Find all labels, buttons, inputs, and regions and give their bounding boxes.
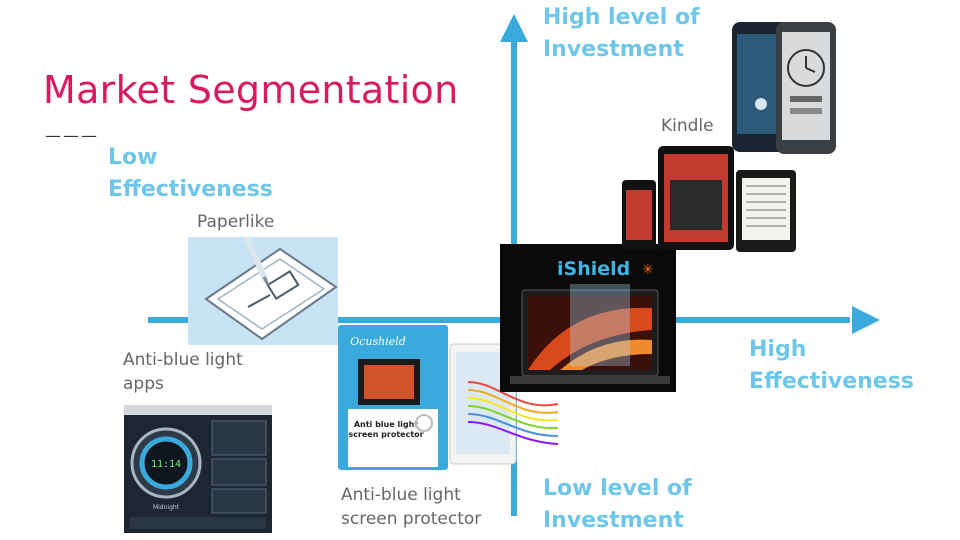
paperlike-image: [188, 237, 338, 345]
label-kindle: Kindle: [661, 116, 714, 136]
label-screen-protector: Anti-blue light screen protector: [341, 485, 482, 529]
ishield-star-icon: ✳: [642, 262, 654, 278]
ishield-brand-text: iShield: [557, 258, 631, 280]
package-line-1: Anti blue light: [354, 420, 419, 429]
kindle-devices-image: [622, 146, 796, 252]
axis-label-high-investment: High level of Investment: [543, 5, 700, 62]
axis-label-low-effectiveness: Low Effectiveness: [108, 145, 273, 202]
app-window-image: 11:14 Midnight: [124, 405, 272, 533]
axis-label-high-effectiveness: High Effectiveness: [749, 337, 914, 394]
app-clock-label: Midnight: [153, 504, 180, 511]
up-arrow-head: [500, 14, 528, 42]
ishield-image: ✳: [500, 244, 676, 392]
app-clock-text: 11:14: [151, 459, 181, 470]
screen-protector-package-image: Ocushield Anti blue light screen protect…: [338, 325, 448, 470]
label-paperlike: Paperlike: [197, 212, 275, 232]
tablet-protector-image: [449, 343, 559, 465]
package-brand-text: Ocushield: [350, 335, 406, 348]
label-apps: Anti-blue light apps: [123, 350, 243, 394]
axis-label-low-investment: Low level of Investment: [543, 476, 692, 533]
package-line-2: screen protector: [348, 430, 423, 439]
right-arrow-head: [852, 306, 880, 334]
title-underline: ———: [45, 126, 99, 145]
page-title: Market Segmentation: [43, 68, 459, 112]
dual-screen-phone-image: [732, 22, 836, 154]
